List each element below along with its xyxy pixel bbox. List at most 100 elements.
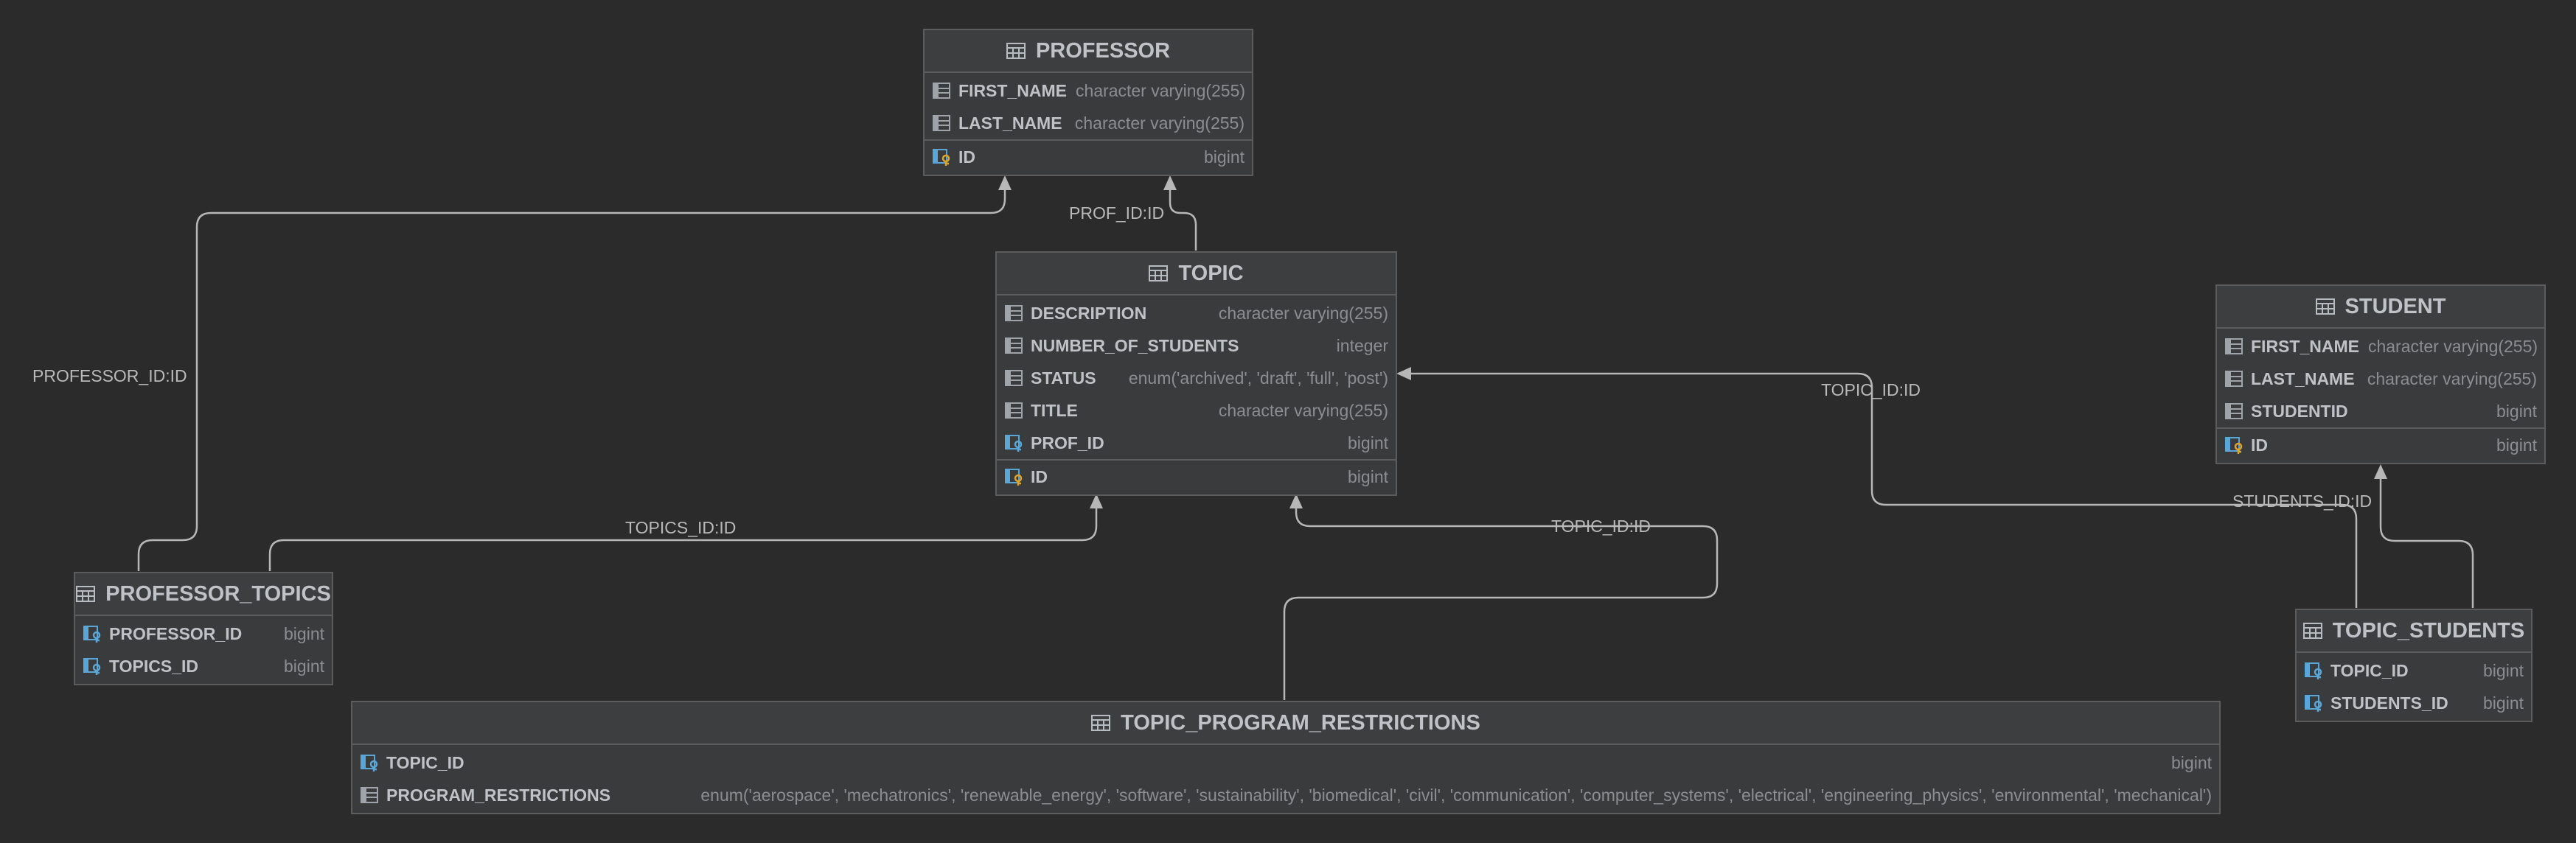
column-icon — [2225, 371, 2243, 387]
column-type: character varying(255) — [1074, 113, 1245, 133]
edge-topic-id-students-arrow — [1396, 367, 1411, 380]
table-icon — [1006, 43, 1026, 59]
table-header: TOPIC_STUDENTS — [2297, 610, 2531, 653]
column-row[interactable]: TITLE character varying(255) — [1004, 394, 1388, 427]
edge-label-professor-id: PROFESSOR_ID:ID — [32, 366, 187, 385]
table-header: PROFESSOR — [925, 30, 1252, 73]
column-type: bigint — [2483, 693, 2524, 713]
table-header: TOPIC_PROGRAM_RESTRICTIONS — [352, 702, 2219, 745]
column-type: integer — [1336, 335, 1388, 355]
column-type: bigint — [1348, 466, 1388, 486]
table-student[interactable]: STUDENT FIRST_NAME character varying(255… — [2215, 284, 2546, 464]
column-row[interactable]: FIRST_NAME character varying(255) — [932, 74, 1245, 107]
column-name: PROGRAM_RESTRICTIONS — [386, 785, 611, 805]
column-name: TOPICS_ID — [109, 656, 198, 676]
edge-prof-id-arrow — [1163, 175, 1177, 190]
foreign-key-icon — [2305, 662, 2322, 679]
column-type: bigint — [284, 623, 324, 643]
column-name: NUMBER_OF_STUDENTS — [1031, 335, 1239, 355]
column-row[interactable]: DESCRIPTION character varying(255) — [1004, 297, 1388, 329]
column-name: LAST_NAME — [2251, 368, 2355, 388]
edge-professor-id — [137, 189, 1006, 571]
edge-label-students-id: STUDENTS_ID:ID — [2232, 492, 2373, 511]
column-type: bigint — [1204, 147, 1245, 167]
primary-key-row[interactable]: ID bigint — [2217, 427, 2544, 461]
column-row[interactable]: TOPICS_ID bigint — [83, 650, 324, 682]
column-name: DESCRIPTION — [1031, 303, 1147, 323]
column-icon — [1005, 370, 1023, 386]
column-row[interactable]: STATUS enum('archived', 'draft', 'full',… — [1004, 362, 1388, 394]
column-name: ID — [1031, 466, 1048, 486]
column-row[interactable]: PROF_ID bigint — [1004, 427, 1388, 459]
edge-topic-id-restrictions — [1283, 507, 1719, 700]
column-type: bigint — [2171, 752, 2212, 772]
edge-topics-id-arrow — [1090, 494, 1103, 508]
column-row[interactable]: LAST_NAME character varying(255) — [932, 107, 1245, 139]
column-icon — [1005, 305, 1023, 321]
foreign-key-icon — [2305, 695, 2322, 712]
column-name: TITLE — [1031, 400, 1078, 420]
column-type: bigint — [2483, 660, 2524, 680]
primary-key-icon — [1005, 469, 1023, 486]
table-name: PROFESSOR — [1035, 38, 1171, 63]
column-row[interactable]: PROFESSOR_ID bigint — [83, 618, 324, 650]
column-type: character varying(255) — [1075, 80, 1246, 100]
column-name: FIRST_NAME — [2251, 336, 2359, 356]
column-name: PROF_ID — [1031, 433, 1104, 452]
edge-professor-id-arrow — [998, 175, 1012, 190]
column-row[interactable]: PROGRAM_RESTRICTIONS enum('aerospace', '… — [360, 779, 2212, 811]
table-icon — [2315, 298, 2335, 315]
column-name: TOPIC_ID — [386, 752, 464, 772]
table-professor[interactable]: PROFESSOR FIRST_NAME character varying(2… — [923, 29, 1253, 176]
edge-topic-id-restrictions-arrow — [1289, 494, 1303, 508]
foreign-key-icon — [83, 658, 101, 675]
column-row[interactable]: STUDENTID bigint — [2224, 395, 2537, 427]
edge-label-topic-id-students: TOPIC_ID:ID — [1821, 380, 1921, 399]
column-icon — [1005, 337, 1023, 354]
table-professor-topics[interactable]: PROFESSOR_TOPICS PROFESSOR_ID bigint TOP… — [74, 572, 333, 685]
column-name: STUDENTS_ID — [2330, 693, 2448, 713]
column-name: ID — [958, 147, 975, 167]
column-icon — [2225, 338, 2243, 354]
table-topic[interactable]: TOPIC DESCRIPTION character varying(255)… — [995, 251, 1397, 496]
table-name: TOPIC — [1178, 261, 1244, 285]
column-row[interactable]: TOPIC_ID bigint — [360, 746, 2212, 779]
edge-label-topics-id: TOPICS_ID:ID — [625, 518, 737, 537]
primary-key-icon — [933, 149, 950, 166]
column-row[interactable]: TOPIC_ID bigint — [2304, 654, 2524, 687]
column-type: character varying(255) — [1218, 303, 1388, 323]
table-icon — [1149, 265, 1169, 281]
column-row[interactable]: STUDENTS_ID bigint — [2304, 687, 2524, 719]
edge-students-id — [2379, 478, 2474, 608]
column-type: bigint — [284, 656, 324, 676]
table-topic-students[interactable]: TOPIC_STUDENTS TOPIC_ID bigint STUDENTS_… — [2295, 609, 2533, 722]
column-type: character varying(255) — [2367, 336, 2538, 356]
table-name: PROFESSOR_TOPICS — [105, 581, 331, 606]
edge-students-id-arrow — [2374, 464, 2387, 479]
column-type: enum('aerospace', 'mechatronics', 'renew… — [700, 785, 2212, 805]
primary-key-row[interactable]: ID bigint — [997, 459, 1396, 493]
column-row[interactable]: FIRST_NAME character varying(255) — [2224, 330, 2538, 363]
table-name: TOPIC_PROGRAM_RESTRICTIONS — [1121, 710, 1480, 735]
primary-key-icon — [2225, 437, 2243, 454]
table-header: PROFESSOR_TOPICS — [75, 573, 332, 616]
table-header: TOPIC — [997, 253, 1396, 295]
table-topic-program-restrictions[interactable]: TOPIC_PROGRAM_RESTRICTIONS TOPIC_ID bigi… — [351, 701, 2221, 814]
column-name: STATUS — [1031, 368, 1096, 388]
column-name: PROFESSOR_ID — [109, 623, 243, 643]
table-name: STUDENT — [2344, 294, 2446, 318]
edge-topic-id-students — [1410, 372, 2358, 608]
column-icon — [933, 115, 950, 131]
column-icon — [2225, 403, 2243, 419]
column-row[interactable]: LAST_NAME character varying(255) — [2224, 363, 2537, 395]
column-type: character varying(255) — [2367, 368, 2537, 388]
foreign-key-icon — [361, 755, 378, 772]
primary-key-row[interactable]: ID bigint — [925, 139, 1252, 173]
column-icon — [361, 787, 378, 803]
column-name: LAST_NAME — [958, 113, 1062, 133]
column-name: TOPIC_ID — [2330, 660, 2409, 680]
foreign-key-icon — [83, 626, 101, 643]
table-name: TOPIC_STUDENTS — [2332, 618, 2525, 643]
column-row[interactable]: NUMBER_OF_STUDENTS integer — [1004, 329, 1388, 362]
